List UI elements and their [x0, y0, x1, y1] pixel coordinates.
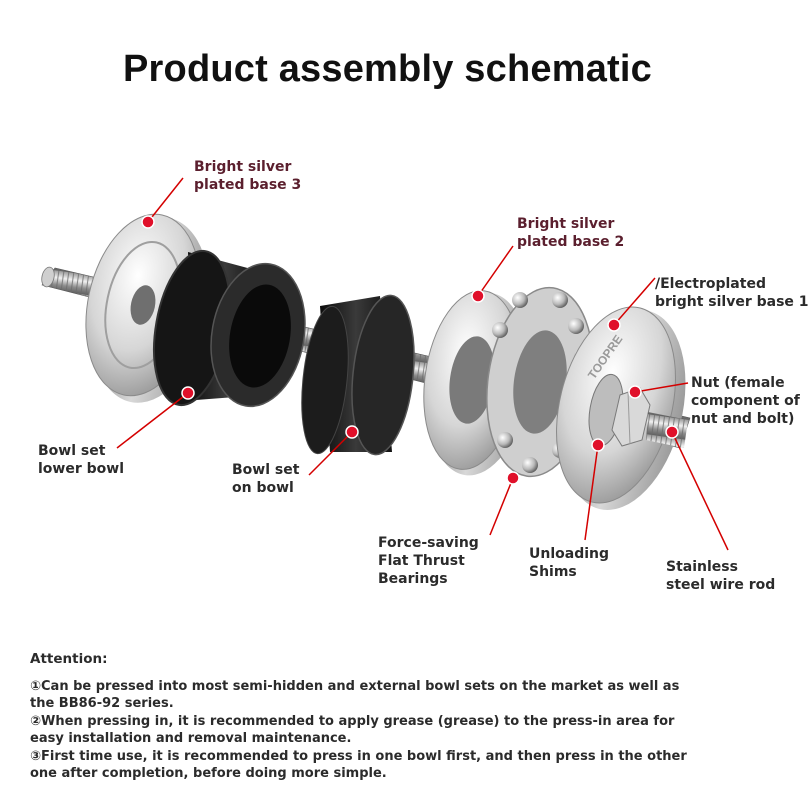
callout-line-base1 — [613, 277, 656, 326]
attention-note-3: ③First time use, it is recommended to pr… — [30, 749, 687, 781]
callout-line-on-bowl — [308, 431, 353, 476]
label-shims: Unloading Shims — [529, 546, 610, 580]
callout-line-lower-bowl — [116, 392, 189, 449]
attention-section: Attention: ①Can be pressed into most sem… — [30, 651, 690, 784]
label-nut: Nut (female component of nut and bolt) — [691, 375, 800, 427]
callout-line-shims — [584, 444, 599, 541]
callout-dot-lower-bowl — [181, 386, 195, 400]
attention-title: Attention: — [30, 651, 108, 667]
lower-bowl — [153, 249, 306, 408]
callout-dot-on-bowl — [345, 425, 359, 439]
callout-dot-shims — [591, 438, 605, 452]
callout-dot-base3 — [141, 215, 155, 229]
attention-note-1: ①Can be pressed into most semi-hidden an… — [30, 679, 680, 711]
callout-line-base3 — [147, 177, 184, 223]
page-title: Product assembly schematic — [123, 48, 652, 90]
label-lower-bowl: Bowl set lower bowl — [38, 443, 124, 477]
callout-dot-base2 — [471, 289, 485, 303]
callout-dot-base1 — [607, 318, 621, 332]
callout-dot-bearing — [506, 471, 520, 485]
callout-dot-rod — [665, 425, 679, 439]
label-on-bowl: Bowl set on bowl — [232, 462, 300, 496]
label-base2: Bright silver plated base 2 — [517, 216, 625, 250]
callout-line-nut — [634, 382, 689, 393]
attention-note-2: ②When pressing in, it is recommended to … — [30, 714, 675, 746]
on-bowl — [301, 294, 415, 456]
label-rod: Stainless steel wire rod — [666, 559, 776, 593]
callout-line-rod — [671, 431, 729, 551]
callout-dot-nut — [628, 385, 642, 399]
label-bearing: Force-saving Flat Thrust Bearings — [378, 535, 479, 587]
callout-line-base2 — [477, 245, 514, 297]
rod-left-end — [41, 266, 55, 288]
label-base3: Bright silver plated base 3 — [194, 159, 302, 193]
callout-line-bearing — [489, 477, 514, 536]
label-base1: /Electroplated bright silver base 1 — [655, 276, 809, 310]
